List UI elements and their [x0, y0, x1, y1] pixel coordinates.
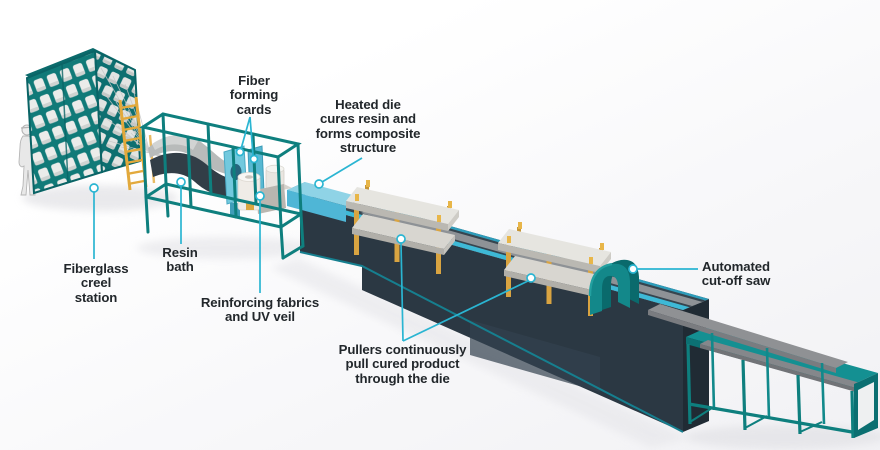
leader-lines — [89, 116, 698, 342]
fiberglass-creel-station — [25, 48, 142, 195]
leader-pullers — [396, 234, 536, 342]
label-fiber-forming-cards: Fiber forming cards — [229, 73, 279, 117]
label-fiberglass-creel-station: Fiberglass creel station — [63, 261, 129, 305]
label-reinforcing-fabrics: Reinforcing fabrics and UV veil — [200, 295, 320, 325]
label-heated-die: Heated die cures resin and forms composi… — [315, 97, 421, 155]
leader-heated-die — [314, 157, 363, 189]
leader-resin-bath — [176, 177, 186, 244]
runout-table — [648, 304, 878, 439]
cutoff-saw — [588, 259, 639, 315]
heated-die-top — [287, 182, 364, 206]
label-pullers: Pullers continuously pull cured product … — [338, 342, 467, 386]
leader-fiber-cards — [235, 116, 259, 164]
resin-bath-cage — [139, 112, 305, 260]
label-resin-bath: Resin bath — [162, 245, 198, 275]
leader-creel — [89, 183, 99, 259]
leader-reinforcing — [255, 191, 265, 293]
leader-saw — [628, 264, 698, 274]
label-automated-cutoff-saw: Automated cut-off saw — [701, 259, 771, 289]
product-bar-long — [648, 304, 848, 368]
